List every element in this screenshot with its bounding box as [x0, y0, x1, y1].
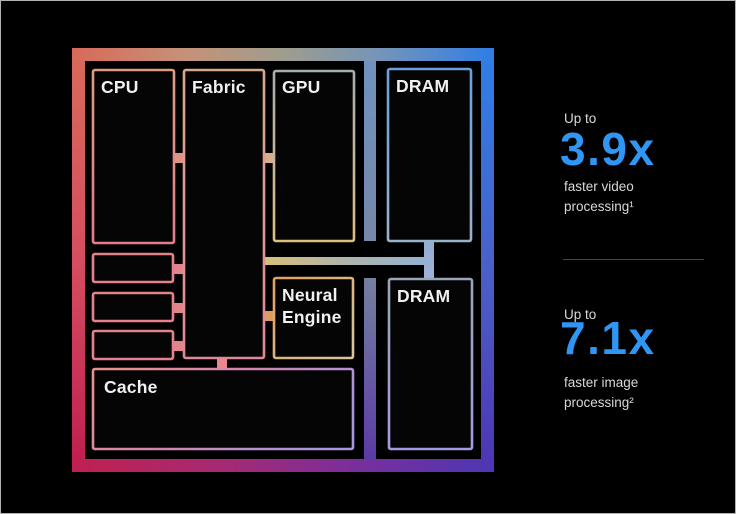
cpu-block [91, 68, 176, 245]
stat2-prefix: Up to [564, 307, 597, 322]
package-frame-left [72, 61, 85, 459]
fabric-dram-bus [264, 257, 434, 265]
stat2-description-line1: faster image [564, 375, 639, 390]
stat2-value: 7.1x [560, 312, 656, 364]
small-block-1 [91, 252, 175, 284]
dram-bottom-block [387, 277, 474, 451]
fabric-cache-connector [217, 358, 227, 369]
package-divider-top [364, 61, 376, 241]
small-block-3 [91, 329, 175, 361]
stats-column: Up to 3.9x faster video processing¹ Up t… [560, 1, 728, 513]
dram-bottom-label: DRAM [397, 286, 450, 306]
neural-engine-label-line2: Engine [282, 307, 342, 327]
cpu-fabric-connector [174, 153, 184, 163]
cpu-label: CPU [101, 77, 139, 97]
package-frame-top [72, 48, 494, 61]
small-block-2 [91, 291, 175, 323]
stat2-description: faster image processing² [564, 373, 638, 412]
package-frame-right [481, 61, 494, 459]
neural-engine-label-line1: Neural [282, 285, 338, 305]
stat1-description-line2: processing¹ [564, 198, 634, 214]
small-block-2-connector [173, 303, 184, 313]
fabric-gpu-connector [264, 153, 274, 163]
stat1-description-line1: faster video [564, 179, 634, 194]
gpu-label: GPU [282, 77, 321, 97]
stats-divider-line [563, 259, 704, 260]
chip-diagram: CPU Fabric GPU DRAM Neural Engine DRAM C… [72, 48, 494, 472]
fabric-neural-connector [264, 311, 274, 321]
stat1-prefix: Up to [564, 111, 597, 126]
dram-top-block [386, 67, 473, 243]
stat1-description: faster video processing¹ [564, 177, 634, 216]
package-divider-bottom [364, 278, 376, 459]
neural-engine-block [272, 276, 355, 360]
package-frame-bottom [72, 459, 494, 472]
dram-bus-stub [424, 241, 434, 278]
gpu-block [272, 69, 356, 243]
fabric-label: Fabric [192, 77, 246, 97]
cache-block [91, 367, 355, 451]
small-block-3-connector [173, 341, 184, 351]
small-block-1-connector [173, 264, 184, 274]
stat2-description-line2: processing² [564, 394, 634, 410]
stat1-value: 3.9x [560, 123, 656, 175]
fabric-block [182, 68, 266, 360]
cache-label: Cache [104, 377, 158, 397]
dram-top-label: DRAM [396, 76, 449, 96]
